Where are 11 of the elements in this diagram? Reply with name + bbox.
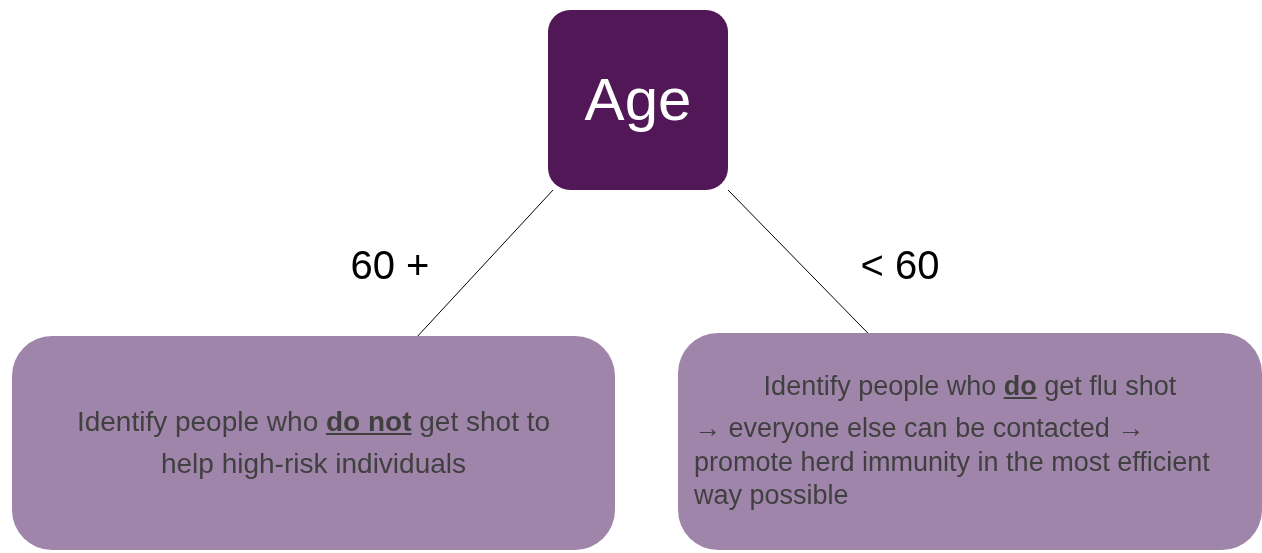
connector-line (417, 189, 554, 337)
outcome-box (12, 336, 615, 550)
connector-line (727, 189, 869, 334)
node-text: Identify people who do not get shot to help high-risk individuals (75, 405, 552, 481)
node-text: Age (584, 65, 692, 135)
edge-label: 60 + (350, 242, 430, 289)
edge-label: < 60 (860, 242, 940, 289)
node-text: → everyone else can be contacted → promote herd immunity in the most efficient way possible (694, 411, 1211, 513)
node-text: Identify people who do get flu shot (762, 370, 1178, 403)
outcome-box (678, 333, 1262, 550)
category-box (548, 10, 728, 190)
